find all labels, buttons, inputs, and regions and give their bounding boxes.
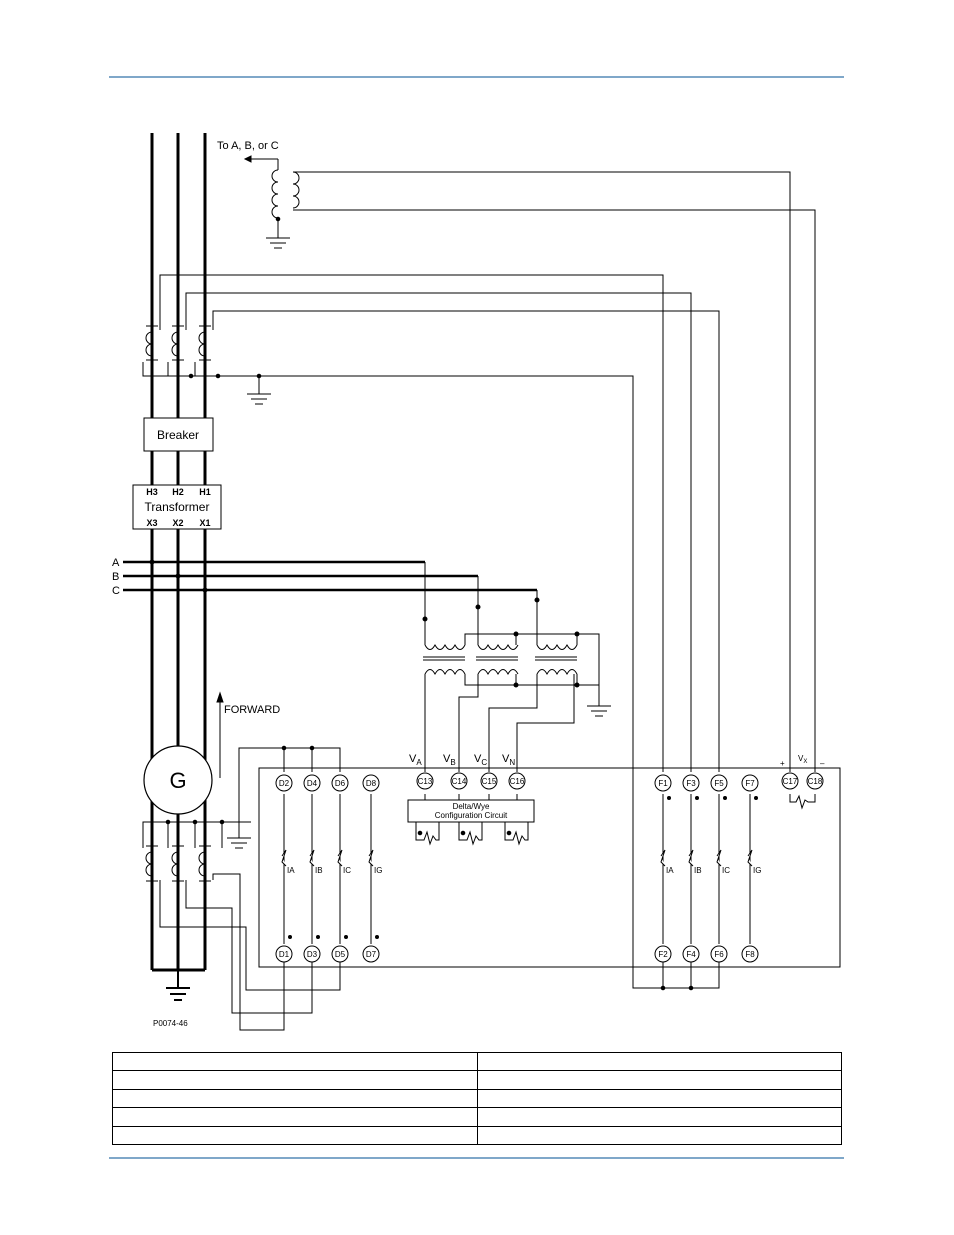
terminal-c18: C18	[808, 777, 823, 786]
terminal-d7: D7	[366, 950, 377, 959]
table-row	[112, 1070, 842, 1090]
terminal-d8: D8	[366, 779, 377, 788]
bus-label-a: A	[112, 557, 120, 569]
terminal-x1: X1	[199, 518, 210, 528]
terminal-h2: H2	[172, 487, 184, 497]
table-cell	[476, 1125, 842, 1146]
table-cell	[476, 1070, 842, 1090]
terminal-d2: D2	[279, 779, 290, 788]
table-row	[112, 1051, 842, 1072]
terminal-c15: C15	[482, 777, 497, 786]
vb-label: VB	[443, 753, 456, 767]
relay-box	[258, 767, 841, 968]
f-terminal-wiring	[662, 794, 751, 944]
vx-label: VX	[798, 754, 807, 765]
table-cell	[476, 1051, 842, 1072]
table-cell	[112, 1125, 478, 1146]
polarity-dots	[288, 796, 758, 939]
f-current-ig: IG	[753, 866, 761, 875]
terminal-f5: F5	[714, 779, 724, 788]
upper-ct-wiring	[142, 274, 720, 991]
va-label: VA	[409, 753, 422, 767]
terminal-f2: F2	[658, 950, 668, 959]
transformer-label: Transformer	[145, 500, 210, 514]
f-current-ib: IB	[694, 866, 702, 875]
vx-minus: –	[820, 759, 825, 768]
bus-lines	[123, 560, 537, 592]
terminal-f3: F3	[686, 779, 696, 788]
figure-id: P0074-46	[153, 1019, 188, 1028]
config-resistors	[415, 822, 529, 846]
terminal-d1: D1	[279, 950, 290, 959]
transformer-box	[132, 484, 222, 530]
terminal-circles	[275, 772, 824, 963]
d-current-ib: IB	[315, 866, 323, 875]
terminal-d4: D4	[307, 779, 318, 788]
breaker-box	[143, 417, 214, 452]
d-current-ia: IA	[287, 866, 295, 875]
terminal-d3: D3	[307, 950, 318, 959]
terminal-f8: F8	[745, 950, 755, 959]
terminal-x3: X3	[146, 518, 157, 528]
vx-transformer	[243, 155, 816, 772]
table-cell	[112, 1088, 478, 1109]
terminal-d6: D6	[335, 779, 346, 788]
f-current-ic: IC	[722, 866, 730, 875]
table-cell	[112, 1107, 478, 1127]
terminal-c17: C17	[783, 777, 798, 786]
vx-plus: +	[780, 759, 785, 768]
neutral-ground-icon	[166, 970, 190, 1001]
terminal-f1: F1	[658, 779, 668, 788]
table-row	[112, 1107, 842, 1127]
table-cell	[476, 1088, 842, 1109]
terminal-f4: F4	[686, 950, 696, 959]
terminal-f7: F7	[745, 779, 755, 788]
terminal-h1: H1	[199, 487, 211, 497]
terminal-x2: X2	[172, 518, 183, 528]
config-circuit-box	[407, 799, 535, 823]
vn-label: VN	[502, 753, 515, 767]
terminal-f6: F6	[714, 950, 724, 959]
config-circuit-line2: Configuration Circuit	[435, 811, 508, 820]
f-current-ia: IA	[666, 866, 674, 875]
potential-transformers	[422, 562, 611, 772]
table-row	[112, 1088, 842, 1109]
header-rule	[109, 76, 844, 78]
terminal-c14: C14	[452, 777, 467, 786]
config-circuit-line1: Delta/Wye	[453, 802, 490, 811]
d-current-ig: IG	[374, 866, 382, 875]
phase-conductors	[150, 133, 207, 972]
footer-rule	[109, 1157, 844, 1159]
terminal-h3: H3	[146, 487, 158, 497]
vc-label: VC	[474, 753, 487, 767]
d-terminal-wiring	[142, 745, 372, 1031]
table-cell	[112, 1070, 478, 1090]
table-cell	[112, 1051, 478, 1072]
table-row	[112, 1125, 842, 1146]
terminal-c16: C16	[510, 777, 525, 786]
terminal-c13: C13	[418, 777, 433, 786]
current-coil-marks	[281, 849, 753, 867]
bus-label-b: B	[112, 571, 119, 583]
info-table	[112, 1051, 842, 1146]
terminal-d5: D5	[335, 950, 346, 959]
generator-label: G	[169, 768, 186, 793]
generator-circle	[143, 745, 213, 815]
d-current-ic: IC	[343, 866, 351, 875]
table-cell	[476, 1107, 842, 1127]
vx-resistor	[789, 794, 816, 810]
pt-label: To A, B, or C	[217, 140, 279, 152]
breaker-label: Breaker	[157, 428, 199, 442]
forward-label: FORWARD	[224, 704, 280, 716]
bus-label-c: C	[112, 585, 120, 597]
